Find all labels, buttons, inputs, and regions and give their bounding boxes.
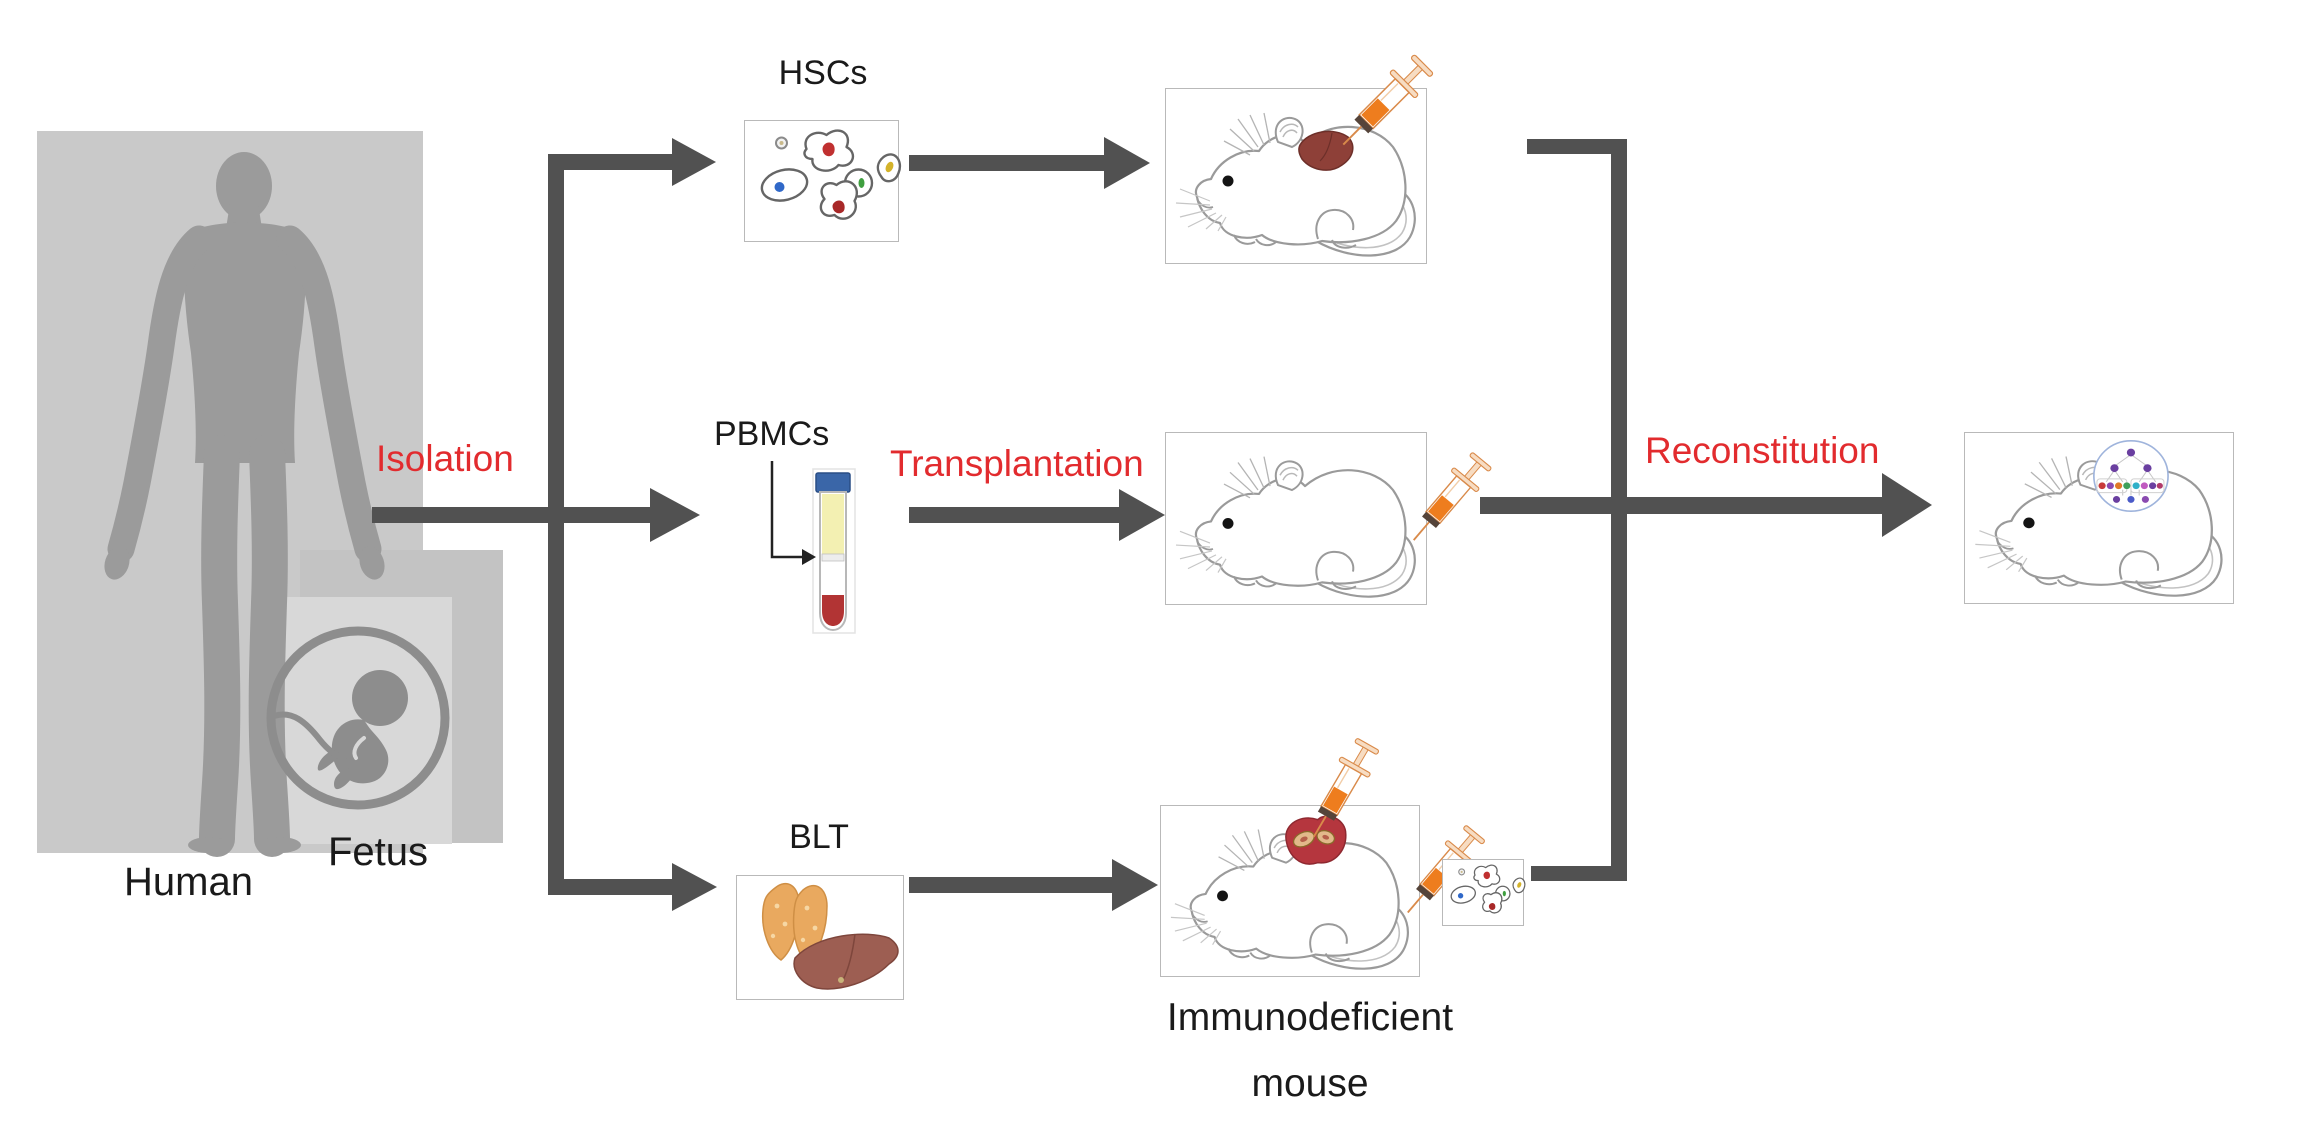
- pbmc-tube-icon: [770, 461, 856, 634]
- bracket-top-stub: [1527, 139, 1627, 154]
- branch-top-shaft: [548, 154, 672, 170]
- bracket-bottom-stub: [1531, 866, 1627, 881]
- cells-side-box: [1442, 859, 1526, 926]
- liver-icon: [793, 933, 899, 990]
- reconstitution-label: Reconstitution: [1645, 430, 1880, 471]
- transplant-bottom-head: [1112, 859, 1158, 911]
- fetus-figure: [266, 626, 450, 810]
- blt-label: BLT: [789, 818, 849, 856]
- human-silhouette: [104, 152, 385, 857]
- branch-bottom-shaft: [548, 879, 672, 895]
- isolation-arrow-shaft: [372, 507, 650, 523]
- branch-top-head: [672, 138, 716, 186]
- immunodeficient-label-line2: mouse: [1251, 1062, 1369, 1105]
- isolation-label: Isolation: [376, 438, 514, 479]
- immunodeficient-label-line1: Immunodeficient: [1166, 996, 1454, 1039]
- transplant-bottom-shaft: [909, 877, 1112, 893]
- reconstitution-arrow-shaft: [1480, 497, 1882, 514]
- transplant-top-shaft: [909, 155, 1104, 171]
- mouse-hsc-box: [1165, 50, 1438, 264]
- kidney-graft-icon: [1285, 815, 1347, 865]
- human-label: Human: [124, 860, 253, 904]
- pbmc-pointer-line: [770, 461, 802, 559]
- branch-vertical-line: [548, 154, 564, 895]
- pbmc-pointer-head: [802, 549, 816, 565]
- immune-lineage-icon: [2093, 440, 2169, 512]
- transplant-top-head: [1104, 137, 1150, 189]
- transplant-mid-head: [1119, 489, 1165, 541]
- mouse-figure: [1174, 455, 1416, 598]
- cells-icon: [1448, 864, 1526, 914]
- blt-image-box: [736, 875, 904, 1000]
- hsc-cells-icon: [757, 129, 902, 220]
- hscs-label: HSCs: [778, 54, 868, 92]
- mouse-blt-box: [1160, 734, 1490, 977]
- mouse-pbmc-box: [1165, 432, 1496, 605]
- isolation-arrow-head: [650, 488, 700, 542]
- pbmcs-label: PBMCs: [714, 415, 830, 453]
- transplant-mid-shaft: [909, 507, 1119, 523]
- liver-graft-icon: [1298, 130, 1354, 171]
- hscs-image-box: [744, 120, 902, 242]
- tube-blood-layer: [822, 595, 844, 626]
- fetus-label: Fetus: [328, 830, 429, 874]
- mouse-figure: [1174, 111, 1416, 257]
- tube-cap: [815, 472, 851, 493]
- tube-buffy-coat-layer: [821, 553, 845, 562]
- immunodeficient-mouse-label: Immunodeficient mouse: [1090, 985, 1530, 1117]
- tube-plasma-layer: [822, 494, 844, 554]
- branch-bottom-head: [672, 863, 717, 911]
- reconstitution-arrow-head: [1882, 473, 1932, 537]
- reconstituted-mouse-box: [1964, 432, 2234, 604]
- transplantation-label: Transplantation: [890, 443, 1144, 484]
